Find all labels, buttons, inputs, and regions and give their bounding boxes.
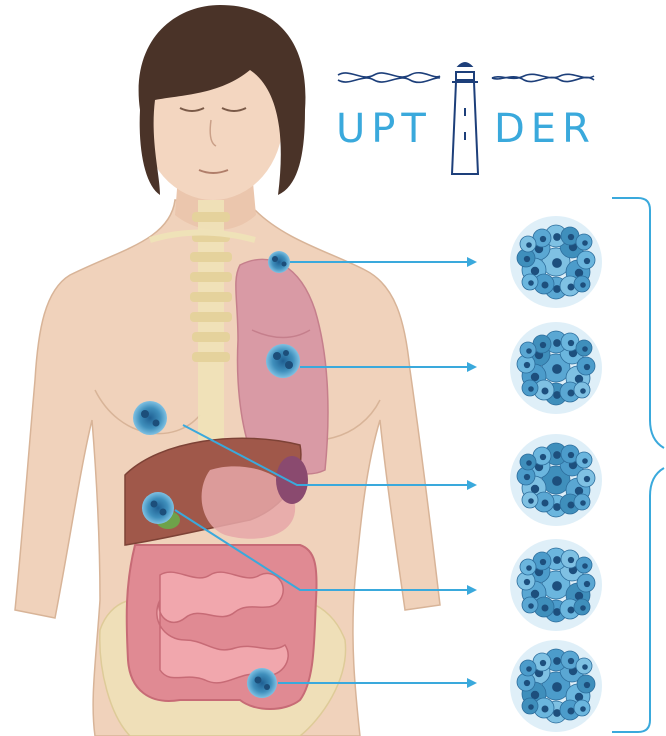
- organoid-nucleus: [528, 603, 534, 609]
- organoid-nucleus: [568, 557, 574, 563]
- organoid-nucleus: [540, 454, 546, 460]
- organoid-colon: [510, 640, 602, 732]
- kidney: [276, 456, 308, 504]
- organoid-nucleus: [568, 708, 575, 715]
- organoid-nucleus: [540, 559, 546, 565]
- uptider-logo: UPT DER: [336, 63, 596, 174]
- organoid-nucleus: [553, 339, 561, 347]
- organoid-nucleus: [524, 256, 530, 262]
- organoid-nucleus: [552, 364, 562, 374]
- organoid-nucleus: [542, 282, 549, 289]
- organoid-nucleus: [568, 658, 574, 664]
- organoid-nucleus: [568, 234, 574, 240]
- organoid-column: [510, 216, 602, 732]
- organoid-nucleus: [528, 704, 534, 710]
- organoid-nucleus: [542, 388, 549, 395]
- organoid-nucleus: [526, 460, 532, 466]
- organoid-nucleus: [524, 579, 530, 585]
- organoid-lung: [510, 322, 602, 414]
- organoid-nucleus: [552, 682, 562, 692]
- organoid-liver: [510, 539, 602, 631]
- organoid-nucleus: [584, 682, 590, 688]
- organoid-nucleus: [526, 666, 532, 672]
- body-tumor-liver: [142, 492, 174, 524]
- organoid-nucleus: [580, 388, 586, 394]
- organoid-nucleus: [582, 664, 588, 670]
- organoid-nucleus: [580, 500, 586, 506]
- organoid-nucleus: [552, 581, 562, 591]
- organoid-nucleus: [526, 348, 532, 354]
- organoid-nucleus: [528, 498, 534, 504]
- organoid-nucleus: [542, 500, 549, 507]
- organoid-nucleus: [552, 258, 562, 268]
- body-tumor-lung: [266, 344, 300, 378]
- organoid-nucleus: [568, 390, 575, 397]
- organoid-nucleus: [553, 451, 561, 459]
- organoid-nucleus: [584, 258, 590, 264]
- organoid-nucleus: [552, 476, 562, 486]
- organoid-nucleus: [524, 680, 530, 686]
- organoid-nucleus: [540, 342, 546, 348]
- organoid-nucleus: [580, 282, 586, 288]
- organoid-nucleus: [524, 474, 530, 480]
- organoid-nucleus: [553, 657, 561, 665]
- organoid-nucleus: [568, 284, 575, 291]
- organoid-nucleus: [553, 233, 561, 241]
- body-tumor-thyroid: [268, 251, 290, 273]
- organoid-nucleus: [568, 607, 575, 614]
- logo-text-left: UPT: [336, 106, 432, 152]
- organoid-nucleus: [584, 476, 590, 482]
- large-intestine: [127, 545, 317, 709]
- organoid-nucleus: [540, 236, 546, 242]
- bracket-top: [612, 198, 664, 448]
- organoid-nucleus: [584, 364, 590, 370]
- organoid-nucleus: [582, 458, 588, 464]
- organoid-nucleus: [540, 660, 546, 666]
- organoid-nucleus: [528, 386, 534, 392]
- organoid-nucleus: [584, 581, 590, 587]
- organoid-nucleus: [580, 605, 586, 611]
- organoid-nucleus: [582, 240, 588, 246]
- organoid-nucleus: [542, 706, 549, 713]
- organoid-nucleus: [582, 563, 588, 569]
- intestines: [127, 545, 317, 709]
- bracket-bottom: [612, 468, 664, 732]
- organoid-nucleus: [526, 565, 532, 571]
- organoid-nucleus: [568, 340, 574, 346]
- lighthouse-icon: [452, 63, 478, 174]
- body-tumor-colon: [247, 668, 277, 698]
- organoid-nucleus: [582, 346, 588, 352]
- organoid-nucleus: [580, 706, 586, 712]
- organoid-nucleus: [526, 242, 532, 248]
- organoid-nucleus: [528, 280, 534, 286]
- body-tumor-breast: [133, 401, 167, 435]
- organoid-nucleus: [553, 556, 561, 564]
- organoid-nucleus: [568, 502, 575, 509]
- organoid-thyroid: [510, 216, 602, 308]
- organoid-breast: [510, 434, 602, 526]
- organoid-nucleus: [542, 605, 549, 612]
- organoid-nucleus: [568, 452, 574, 458]
- organoid-nucleus: [524, 362, 530, 368]
- logo-text-right: DER: [494, 106, 596, 152]
